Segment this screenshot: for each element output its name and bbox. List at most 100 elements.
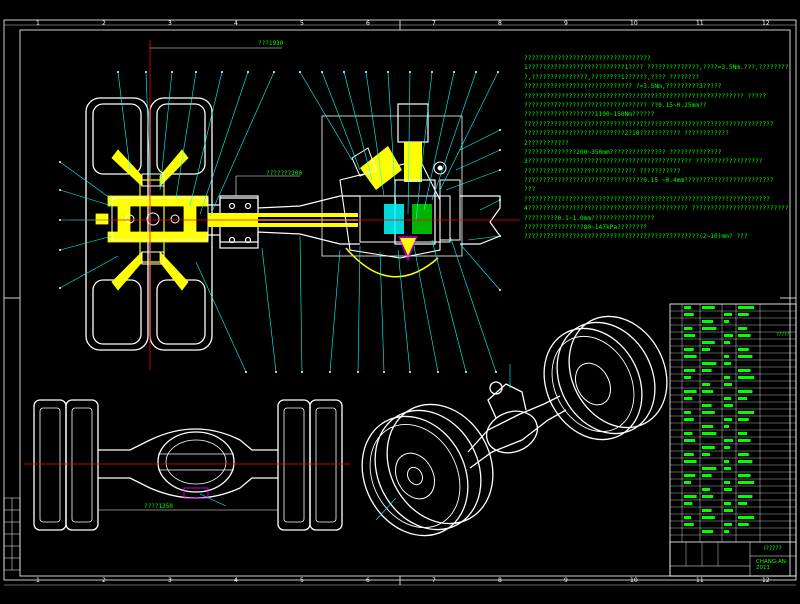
leader-end (343, 71, 345, 73)
zone-number: 10 (630, 20, 638, 27)
leader-line (59, 161, 111, 199)
table-cell-text (738, 516, 755, 519)
title-block (669, 541, 797, 577)
table-cell-text (684, 460, 697, 463)
table-cell-text (724, 418, 732, 421)
leader-line (365, 71, 385, 197)
isometric-view (361, 315, 668, 537)
table-cell-text (684, 481, 691, 484)
table-cell-text (724, 334, 733, 337)
note-line: 4???????????????????????????????????????… (524, 205, 789, 213)
note-line: ????????????????????????????????????????… (524, 120, 774, 128)
note-line: ????????????????????????????????0.15 ~0.… (524, 177, 774, 185)
revision-block (3, 497, 21, 571)
note-line: ??????????????200~350mm??????????????? ?… (524, 148, 722, 156)
leader-line (407, 71, 411, 215)
table-cell-text (738, 418, 749, 421)
table-cell-text (702, 488, 710, 491)
zone-number: 3 (168, 20, 172, 27)
note-line: ????????????????????????????????????????… (524, 92, 767, 100)
zone-number: 11 (696, 20, 704, 27)
leader-end (329, 371, 331, 373)
leader-end (409, 71, 411, 73)
leader-line (379, 251, 385, 373)
title-block-code: CHANG-AN-2011 (756, 559, 788, 571)
table-cell-text (702, 341, 715, 344)
table-cell-text (702, 453, 710, 456)
note-line: ????????????????????????????? ?=3.5Nm,??… (524, 83, 722, 91)
zone-number: 12 (762, 577, 770, 584)
table-cell-text (738, 313, 749, 316)
leader-end (437, 371, 439, 373)
table-cell-text (738, 411, 755, 414)
leader-line (299, 71, 353, 161)
leader-end (499, 169, 501, 171)
table-cell-text (738, 348, 749, 351)
leader-end (365, 71, 367, 73)
table-cell-text (684, 348, 694, 351)
table-cell-text (724, 320, 729, 323)
zone-number: 9 (564, 577, 568, 584)
table-cell-text (724, 502, 731, 505)
zone-number: 7 (432, 20, 436, 27)
table-cell-text (702, 306, 715, 309)
note-line: ?????????????????????????????????? (524, 55, 651, 62)
table-cell-text (702, 320, 714, 323)
table-cell-text (738, 481, 755, 484)
table-cell-text (684, 453, 694, 456)
table-cell-text (684, 418, 694, 421)
inner-border (19, 29, 791, 577)
table-cell-text (702, 432, 717, 435)
table-cell-text (702, 509, 712, 512)
table-cell-text (684, 439, 696, 442)
leader-line (467, 235, 501, 241)
leader-end (475, 71, 477, 73)
leader-line (175, 71, 197, 199)
note-line: ???????????????????1100~150Nm?????? (524, 111, 655, 119)
dimension-middle: ???????200 (266, 170, 303, 177)
leader-line (195, 261, 247, 373)
table-cell-text (724, 341, 730, 344)
front-view (24, 399, 350, 531)
hub-assembly (95, 149, 209, 291)
note-line: 2??????????? (524, 139, 569, 147)
leader-line (189, 71, 223, 207)
zone-number: 8 (498, 577, 502, 584)
zone-number: 6 (366, 577, 370, 584)
differential-carrier (321, 103, 501, 278)
table-cell-text (684, 397, 693, 400)
note-line: ?,???????????????,????????1??????,???? ?… (524, 73, 700, 81)
leader-end (59, 287, 61, 289)
zone-number: 5 (300, 20, 304, 27)
leader-end (431, 71, 433, 73)
zone-number: 5 (300, 577, 304, 584)
table-cell-text (738, 460, 753, 463)
table-cell-text (684, 334, 696, 337)
leader-end (299, 71, 301, 73)
technical-requirements-notes: ?????????????????????????????????? 1?????… (524, 54, 789, 242)
leader-end (495, 371, 497, 373)
leader-end (273, 71, 275, 73)
zone-number: 8 (498, 20, 502, 27)
table-cell-text (684, 432, 693, 435)
table-cell-text (738, 369, 751, 372)
note-line: 1??????????????????????????1???? ???????… (524, 64, 789, 72)
table-cell-text (702, 348, 710, 351)
table-cell-text (724, 460, 729, 463)
leader-line (199, 71, 249, 215)
leader-end (301, 371, 303, 373)
table-cell-text (684, 355, 697, 358)
table-cell-text (738, 439, 751, 442)
table-side-label: ????? (776, 332, 790, 338)
zone-number: 11 (696, 577, 704, 584)
zone-number: 1 (36, 20, 40, 27)
leader-line (329, 249, 341, 373)
leader-end (221, 71, 223, 73)
leader-line (439, 71, 499, 191)
note-line: ????????????????80~147kPa???????? (524, 224, 647, 232)
leader-line (455, 149, 501, 171)
table-cell-text (724, 313, 732, 316)
leader-end (499, 289, 501, 291)
leader-end (383, 371, 385, 373)
leader-end (453, 71, 455, 73)
